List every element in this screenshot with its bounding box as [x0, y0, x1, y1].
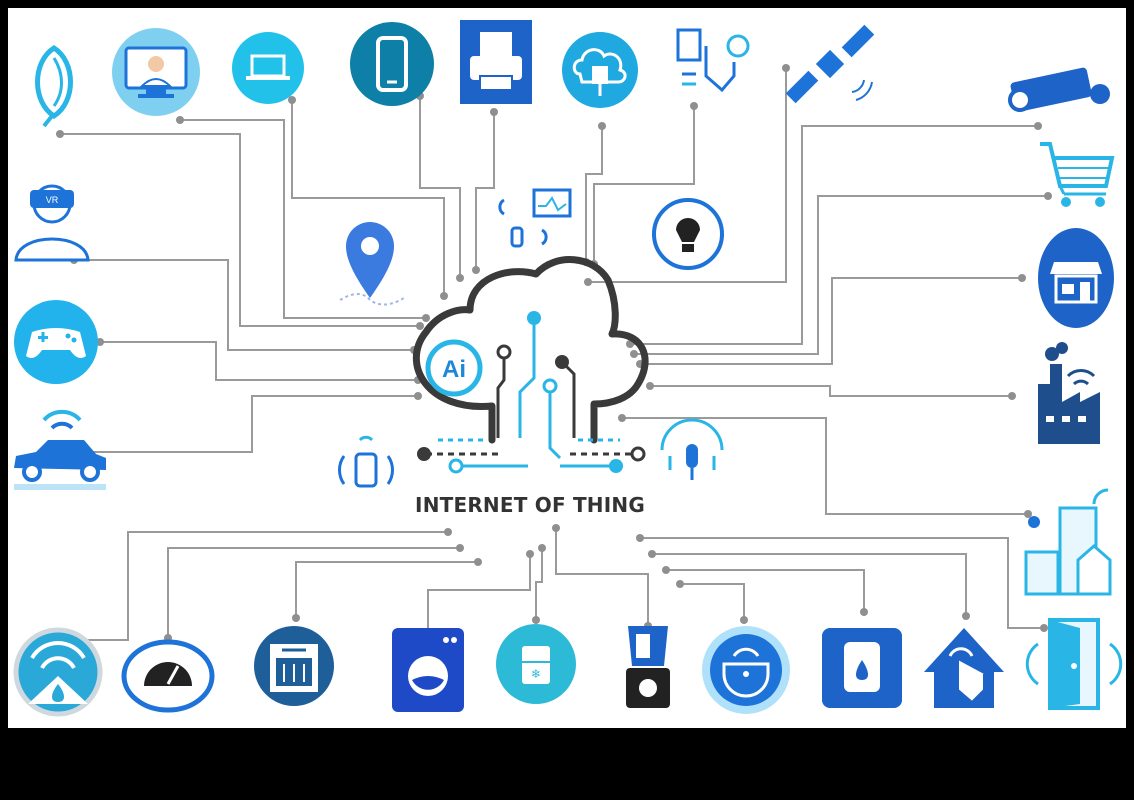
smart-panel-touch-icon: [676, 28, 750, 93]
printer-icon: [460, 20, 532, 104]
smart-home-touch-icon: [924, 628, 1004, 708]
oven-icon: [254, 626, 334, 706]
ai-badge: [425, 339, 483, 397]
water-tank-icon: [822, 628, 902, 708]
wire-water-tank: [666, 569, 865, 612]
vr-headset-user-icon: VR: [14, 184, 90, 262]
wire-gamepad: [100, 341, 418, 381]
iot-diagram: Ai INTERNET OF THING: [13, 20, 1123, 717]
connected-car-icon: [14, 409, 106, 490]
cloud-server-icon: [562, 32, 638, 108]
wire-laptop: [291, 100, 445, 296]
washing-machine-icon: [392, 628, 464, 712]
wire-vr: [74, 259, 414, 351]
light-bulb-icon: [652, 198, 724, 270]
leaf-icon: [35, 45, 73, 128]
wire-car: [88, 395, 418, 453]
connector-wires: [60, 68, 1048, 641]
wire-cloud-server: [585, 126, 603, 262]
wire-speedometer: [167, 547, 460, 638]
diagram-title: INTERNET OF THING: [415, 493, 645, 517]
connector-dots: [56, 64, 1052, 642]
wire-touch-panel: [593, 106, 695, 264]
game-controller-icon: [14, 300, 98, 384]
blender-icon: [626, 626, 670, 708]
wire-camera: [630, 125, 1038, 345]
svg-text:❄: ❄: [531, 667, 541, 681]
smartphone-icon: [350, 22, 434, 106]
svg-text:VR: VR: [46, 195, 59, 205]
wire-blender: [555, 528, 649, 626]
wire-washer: [427, 554, 531, 636]
smartphone-signal-icon: [337, 435, 395, 488]
ai-cloud: Ai: [412, 256, 649, 474]
wire-phone: [419, 96, 461, 278]
doctor-monitor-icon: [112, 28, 200, 116]
shopping-cart-icon: [1040, 142, 1115, 207]
location-pin-icon: [339, 222, 405, 306]
smart-door-icon: [1025, 618, 1123, 710]
security-camera-icon: [1008, 67, 1110, 112]
factory-icon: [1038, 342, 1100, 444]
diagram-canvas: Ai INTERNET OF THING: [8, 8, 1126, 728]
sensor-monitor-icon: [498, 188, 572, 248]
refrigerator-icon: ❄: [496, 624, 576, 704]
wire-doctor: [180, 119, 426, 319]
wire-water-sensor: [84, 531, 448, 641]
wire-fridge: [535, 548, 543, 620]
wire-satellite: [588, 68, 787, 283]
wire-store: [640, 277, 1022, 365]
wire-city: [622, 417, 1028, 515]
rice-cooker-icon: [702, 626, 790, 714]
satellite-icon: [785, 24, 875, 104]
wire-rice-cooker: [680, 583, 745, 620]
wire-smart-door: [640, 537, 1044, 629]
speedometer-icon: [121, 639, 215, 713]
laptop-icon: [232, 32, 304, 104]
wire-oven: [295, 561, 478, 618]
water-sensor-icon: [13, 627, 103, 717]
smart-city-icon: [1024, 488, 1112, 596]
wire-printer: [475, 112, 495, 270]
wire-smart-home: [652, 553, 967, 616]
wire-factory: [650, 385, 1012, 397]
wire-leaf: [60, 133, 420, 327]
wire-cart: [634, 195, 1048, 355]
voice-microphone-icon: [660, 418, 724, 480]
ai-label: Ai: [442, 356, 466, 383]
store-icon: [1038, 228, 1114, 328]
